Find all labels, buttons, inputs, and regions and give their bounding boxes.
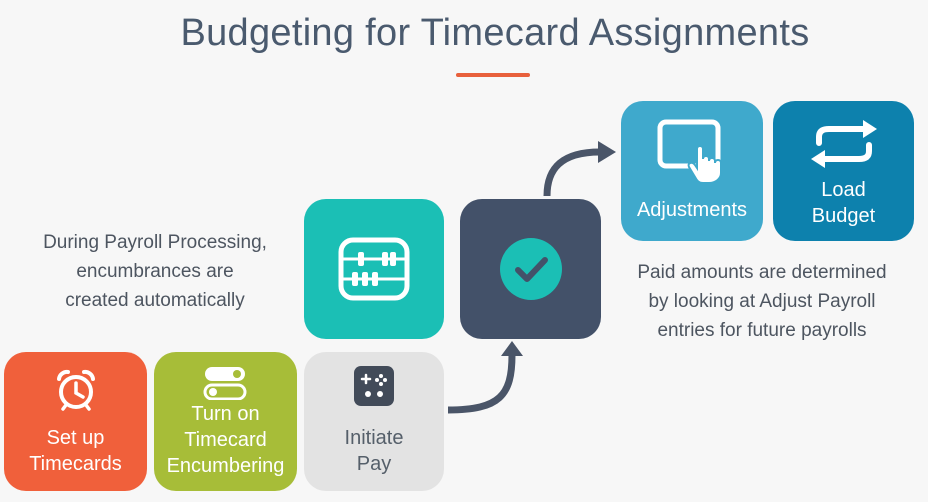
connector-check-to-adjust — [543, 148, 601, 197]
tile-label: Initiate Pay — [344, 427, 404, 475]
arrowhead-right — [598, 141, 616, 163]
connector-initiate-to-check — [447, 354, 516, 414]
tile-label: Load Budget — [811, 179, 876, 227]
refresh-arrows-icon — [811, 120, 877, 168]
tile-initiate-pay: Initiate Pay — [304, 352, 444, 491]
page-title: Budgeting for Timecard Assignments — [180, 12, 810, 54]
note-payroll-processing: During Payroll Processing, encumbrances … — [43, 232, 267, 311]
abacus-icon — [338, 237, 410, 301]
title-underline — [456, 73, 530, 77]
touch-screen-icon — [657, 119, 722, 184]
gamepad-icon — [354, 366, 394, 406]
arrowhead-up — [501, 341, 523, 356]
note-paid-amounts: Paid amounts are determined by looking a… — [637, 262, 887, 341]
tile-load-budget: Load Budget — [773, 101, 914, 241]
check-circle-icon — [499, 238, 562, 300]
tile-label: Set up Timecards — [29, 427, 122, 475]
tile-label: Adjustments — [636, 199, 748, 221]
tile-adjustments: Adjustments — [621, 101, 763, 241]
tile-label: Turn on Timecard Encumbering — [166, 403, 285, 477]
tile-check — [460, 199, 601, 339]
tile-set-up-timecards: Set up Timecards — [4, 352, 147, 491]
tile-encumbrance — [304, 199, 444, 339]
tile-turn-on-encumbering: Turn on Timecard Encumbering — [154, 352, 297, 491]
alarm-clock-icon — [57, 369, 95, 411]
toggle-switch-icon — [203, 367, 247, 400]
